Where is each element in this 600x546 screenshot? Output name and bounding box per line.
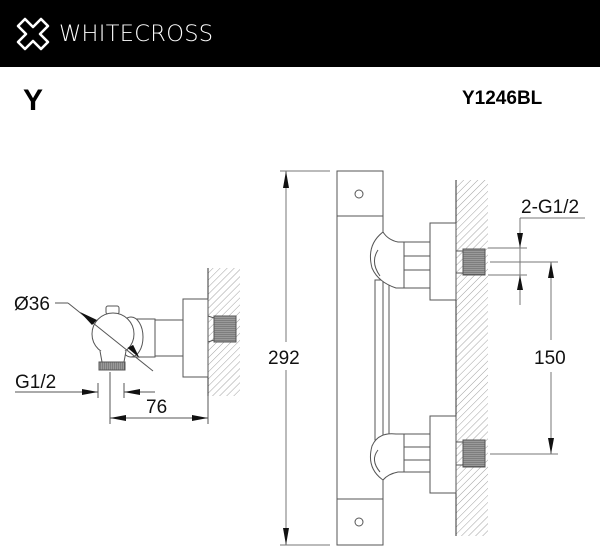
lower-elbow — [369, 433, 405, 481]
connection-dimension — [488, 217, 585, 305]
top-cap-screw — [354, 189, 364, 199]
side-flange — [182, 298, 209, 378]
side-arm-outer — [154, 319, 184, 357]
brand-logo: WHITECROSS — [16, 17, 213, 51]
model-number: Y1246BL — [462, 88, 543, 109]
height-dimension — [280, 170, 330, 546]
header-bar: WHITECROSS — [0, 0, 600, 67]
spacing-dimension — [490, 262, 558, 455]
depth-label: 76 — [146, 397, 167, 418]
side-inlet-dimension — [15, 372, 155, 424]
connection-size-label: 2-G1/2 — [521, 197, 579, 218]
upper-wall-thread — [462, 248, 486, 276]
lower-flange — [429, 415, 457, 494]
side-depth-dimension — [110, 396, 209, 424]
spacing-label: 150 — [534, 348, 566, 369]
side-view — [55, 268, 240, 396]
side-diameter-arrows — [80, 312, 140, 358]
height-label: 292 — [268, 348, 300, 369]
diameter-label: Ø36 — [14, 294, 50, 315]
side-outlet-thread — [98, 361, 126, 371]
upper-flange — [429, 222, 457, 301]
side-wall-thread — [213, 315, 237, 343]
cross-outline-logo-icon — [16, 17, 50, 51]
brand-name: WHITECROSS — [59, 21, 214, 47]
series-label: Y — [23, 84, 44, 117]
side-body-circle — [91, 312, 135, 356]
front-wall-hatch — [456, 180, 488, 536]
inlet-size-label: G1/2 — [15, 372, 56, 393]
lower-wall-thread — [462, 439, 486, 468]
bottom-cap-screw — [354, 517, 364, 527]
front-view — [336, 170, 488, 546]
